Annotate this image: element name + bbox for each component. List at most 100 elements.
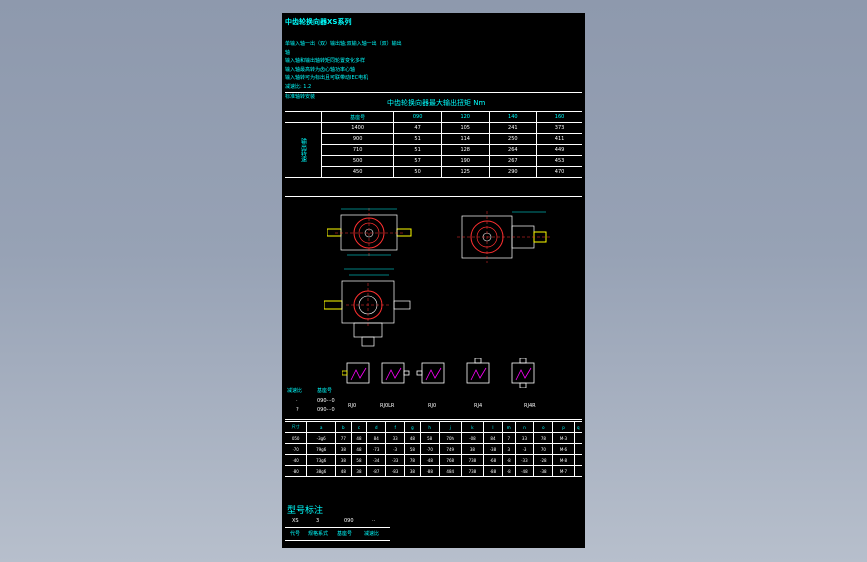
table-cell: 114 (440, 133, 490, 145)
table-header-row: 尺寸 a b c d f g h j k l m n o p q (285, 421, 582, 433)
table-cell: 125 (440, 166, 490, 178)
variant-rj0 (342, 362, 370, 384)
table-header-cell: q (573, 421, 582, 433)
gearbox-front-view (327, 208, 412, 258)
table-cell: M·3 (552, 432, 575, 444)
table-cell: 749 (438, 443, 462, 455)
torque-table-title: 中齿轮换向器最大输出扭矩 Nm (387, 99, 486, 107)
model-value: 3 (316, 518, 320, 524)
table-cell: 128 (440, 144, 490, 156)
table-cell: 470 (536, 166, 582, 178)
table-header-cell: h (419, 421, 440, 433)
gearbox-top-view (324, 268, 411, 347)
table-cell: 38 (335, 443, 352, 455)
table-cell: ·73 (366, 443, 387, 455)
table-header-cell: a (306, 421, 337, 433)
table-cell: 1400 (320, 122, 395, 134)
model-label: 减速比 (364, 531, 380, 537)
table-cell: 264 (488, 144, 538, 156)
table-cell: ·8 (501, 465, 516, 477)
table-cell: ·33 (385, 454, 406, 466)
table-cell: 373 (536, 122, 582, 134)
variant-rj4r (511, 358, 535, 388)
table-cell: 33 (514, 432, 535, 444)
divider (285, 419, 582, 420)
table-cell: 38 (460, 443, 485, 455)
table-row: 输出转速 1400 47 105 241 373 (285, 122, 582, 178)
table-header-cell: 090 (393, 111, 442, 123)
drawing-sheet: 中齿轮换向器XS系列 单输入轴一出（双）输出轴;双输入轴一出（双）输出 轴 输入… (282, 13, 585, 548)
table-header-cell: j (438, 421, 462, 433)
table-cell: 411 (536, 133, 582, 145)
table-header-cell: p (552, 421, 575, 433)
section-label: 标准轴转安装 (285, 94, 316, 100)
variant-label: RJ0LR (380, 403, 395, 409)
table-cell: 484 (438, 465, 462, 477)
intro-line: 减速比: 1.2 (285, 84, 312, 90)
table-cell: 47 (393, 122, 442, 134)
model-label: 代号 (290, 531, 301, 537)
drawing-title: 中齿轮换向器XS系列 (285, 18, 352, 26)
table-cell: 73g6 (306, 454, 337, 466)
legend-value: 090-··0 (317, 398, 335, 404)
table-cell: ·87 (366, 465, 387, 477)
table-header-cell: 尺寸 (285, 421, 308, 433)
table-cell: 500 (320, 155, 395, 167)
intro-line: 输入轴最高转为齿心轴功率心轴 (285, 67, 356, 73)
table-cell: ·3 (514, 443, 535, 455)
table-cell: 84 (366, 432, 387, 444)
table-cell: M·8 (552, 454, 575, 466)
table-cell: 70h (438, 432, 462, 444)
table-cell: 290 (488, 166, 538, 178)
table-cell: 449 (536, 144, 582, 156)
table-cell: 70 (533, 443, 554, 455)
table-cell: 57 (393, 155, 442, 167)
table-cell: 710 (320, 144, 395, 156)
variant-label: RJ4 (474, 403, 483, 409)
table-header-cell: c (350, 421, 368, 433)
table-cell: 50 (393, 166, 442, 178)
model-label: 基座号 (337, 531, 353, 537)
legend-ratio-label: 减速比 (287, 388, 303, 394)
table-cell: ·88 (483, 465, 503, 477)
table-cell: 453 (536, 155, 582, 167)
table-cell: ·38 (533, 465, 554, 477)
table-row: 710 51 128 264 449 (285, 144, 582, 156)
variant-label: RJ0 (348, 403, 357, 409)
table-cell: 48 (335, 465, 352, 477)
legend-base-label: 基座号 (317, 388, 333, 394)
variant-rj0b (416, 362, 445, 384)
table-header-cell: k (460, 421, 485, 433)
table-cell: 38 (335, 454, 352, 466)
dimension-table: 尺寸 a b c d f g h j k l m n o p q 050 -3g… (285, 421, 582, 477)
divider (285, 92, 582, 93)
intro-line: 输入轴转可为标出且可联带动IEC电机 (285, 75, 369, 81)
table-cell: ·8 (501, 454, 516, 466)
divider (285, 527, 390, 528)
table-row: ·80 38g6 48 38 ·87 ·83 38 ·88 484 738 ·8… (285, 465, 582, 477)
table-cell: 51 (393, 133, 442, 145)
variant-label: RJ4R (524, 403, 536, 409)
table-cell: ·3 (385, 443, 406, 455)
table-cell: 450 (320, 166, 395, 178)
table-header-cell: 基座号 (320, 111, 395, 123)
model-value: 090 (344, 518, 354, 524)
table-cell: -08 (460, 432, 485, 444)
table-header-cell: o (533, 421, 554, 433)
table-header-cell: n (514, 421, 535, 433)
table-cell: 38 (404, 465, 421, 477)
table-cell: ·83 (385, 465, 406, 477)
table-cell: 738 (460, 465, 485, 477)
table-row: 050 -3g6 77 48 84 33 48 58 70h -08 84 7 … (285, 432, 582, 444)
table-cell: ·70 (419, 443, 440, 455)
table-cell: 79g6 (306, 443, 337, 455)
table-cell: ·48 (419, 454, 440, 466)
table-cell: 77 (335, 432, 352, 444)
table-header-cell: l (483, 421, 503, 433)
table-cell: ·33 (514, 454, 535, 466)
table-cell: 050 (285, 432, 308, 444)
table-cell: 48 (350, 443, 368, 455)
table-cell: 105 (440, 122, 490, 134)
intro-line: 输入轴和输出轴转矩同轮置变化多样 (285, 58, 366, 64)
table-cell: 78 (533, 432, 554, 444)
